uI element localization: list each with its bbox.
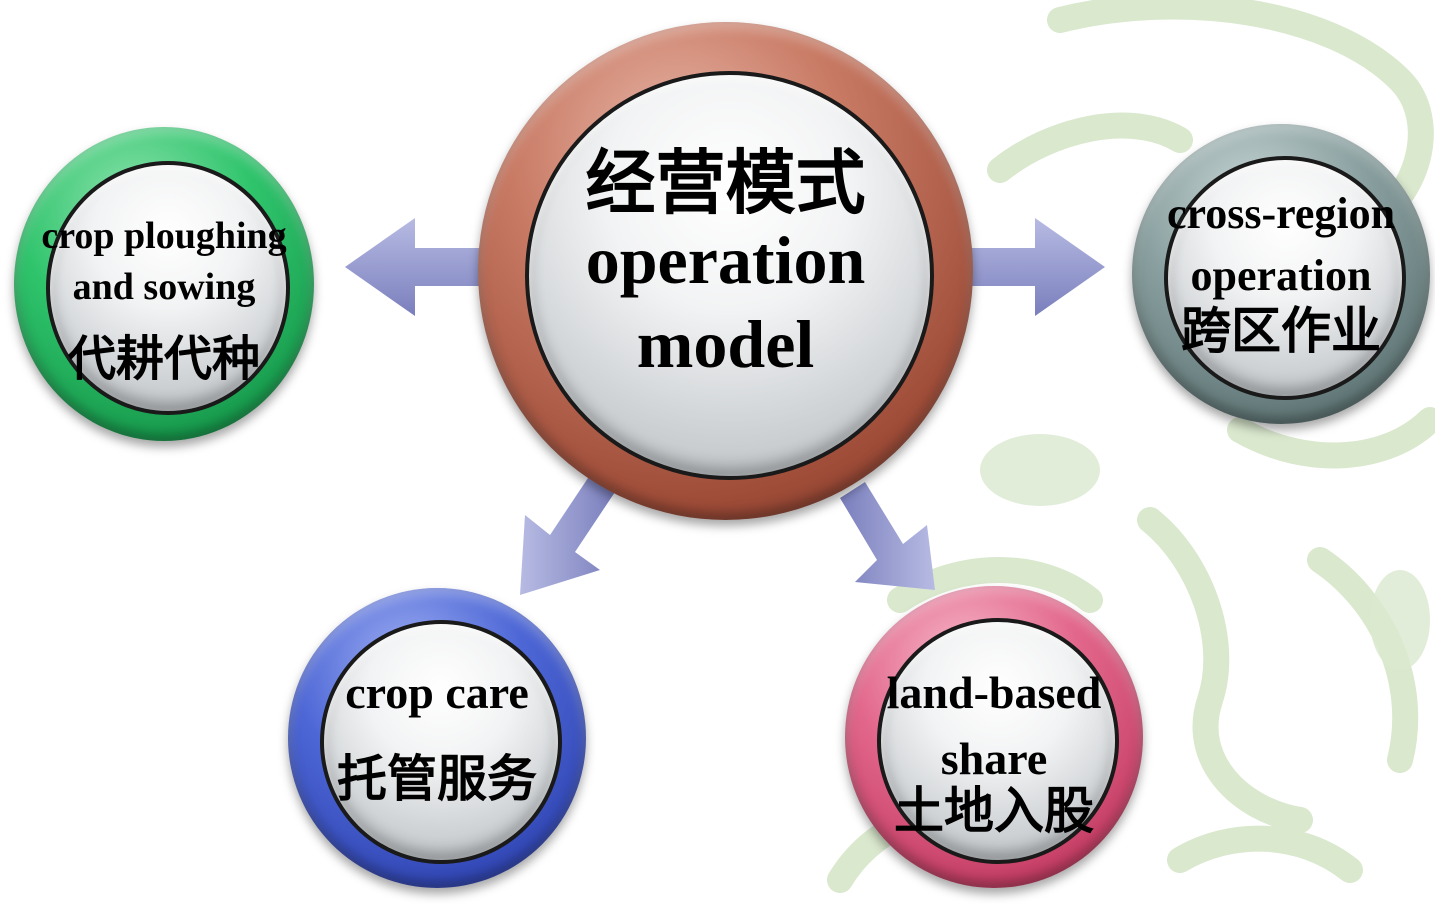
node-crop-care-cn: 托管服务: [337, 750, 537, 808]
node-crop-care-en: crop care: [345, 667, 529, 718]
arrow-down-left: [520, 475, 615, 595]
node-ploughing-en-line2: and sowing: [72, 266, 256, 308]
node-crop-ploughing: crop ploughing and sowing 代耕代种: [14, 127, 314, 441]
arrow-left: [345, 218, 485, 316]
node-cross-region-en-line2: operation: [1190, 251, 1372, 300]
arrow-down-right: [840, 482, 935, 590]
node-ploughing-en-line1: crop ploughing: [41, 215, 287, 257]
node-cross-region: cross-region operation 跨区作业: [1132, 124, 1430, 424]
node-land-share-en-line2: share: [940, 733, 1048, 784]
center-title-en-line2: model: [636, 306, 815, 382]
node-cross-region-cn: 跨区作业: [1181, 302, 1381, 360]
center-title-cn: 经营模式: [585, 142, 866, 224]
center-title-en-line1: operation: [585, 222, 866, 298]
node-land-share-en-line1: land-based: [886, 667, 1102, 718]
node-crop-care: crop care 托管服务: [288, 588, 586, 888]
node-ploughing-cn: 代耕代种: [67, 331, 261, 387]
arrow-right: [965, 218, 1105, 316]
node-cross-region-en-line1: cross-region: [1166, 189, 1396, 238]
center-node: 经营模式 operation model: [478, 22, 973, 520]
node-land-share: land-based share 土地入股: [845, 586, 1143, 888]
node-land-share-cn: 土地入股: [894, 782, 1094, 840]
